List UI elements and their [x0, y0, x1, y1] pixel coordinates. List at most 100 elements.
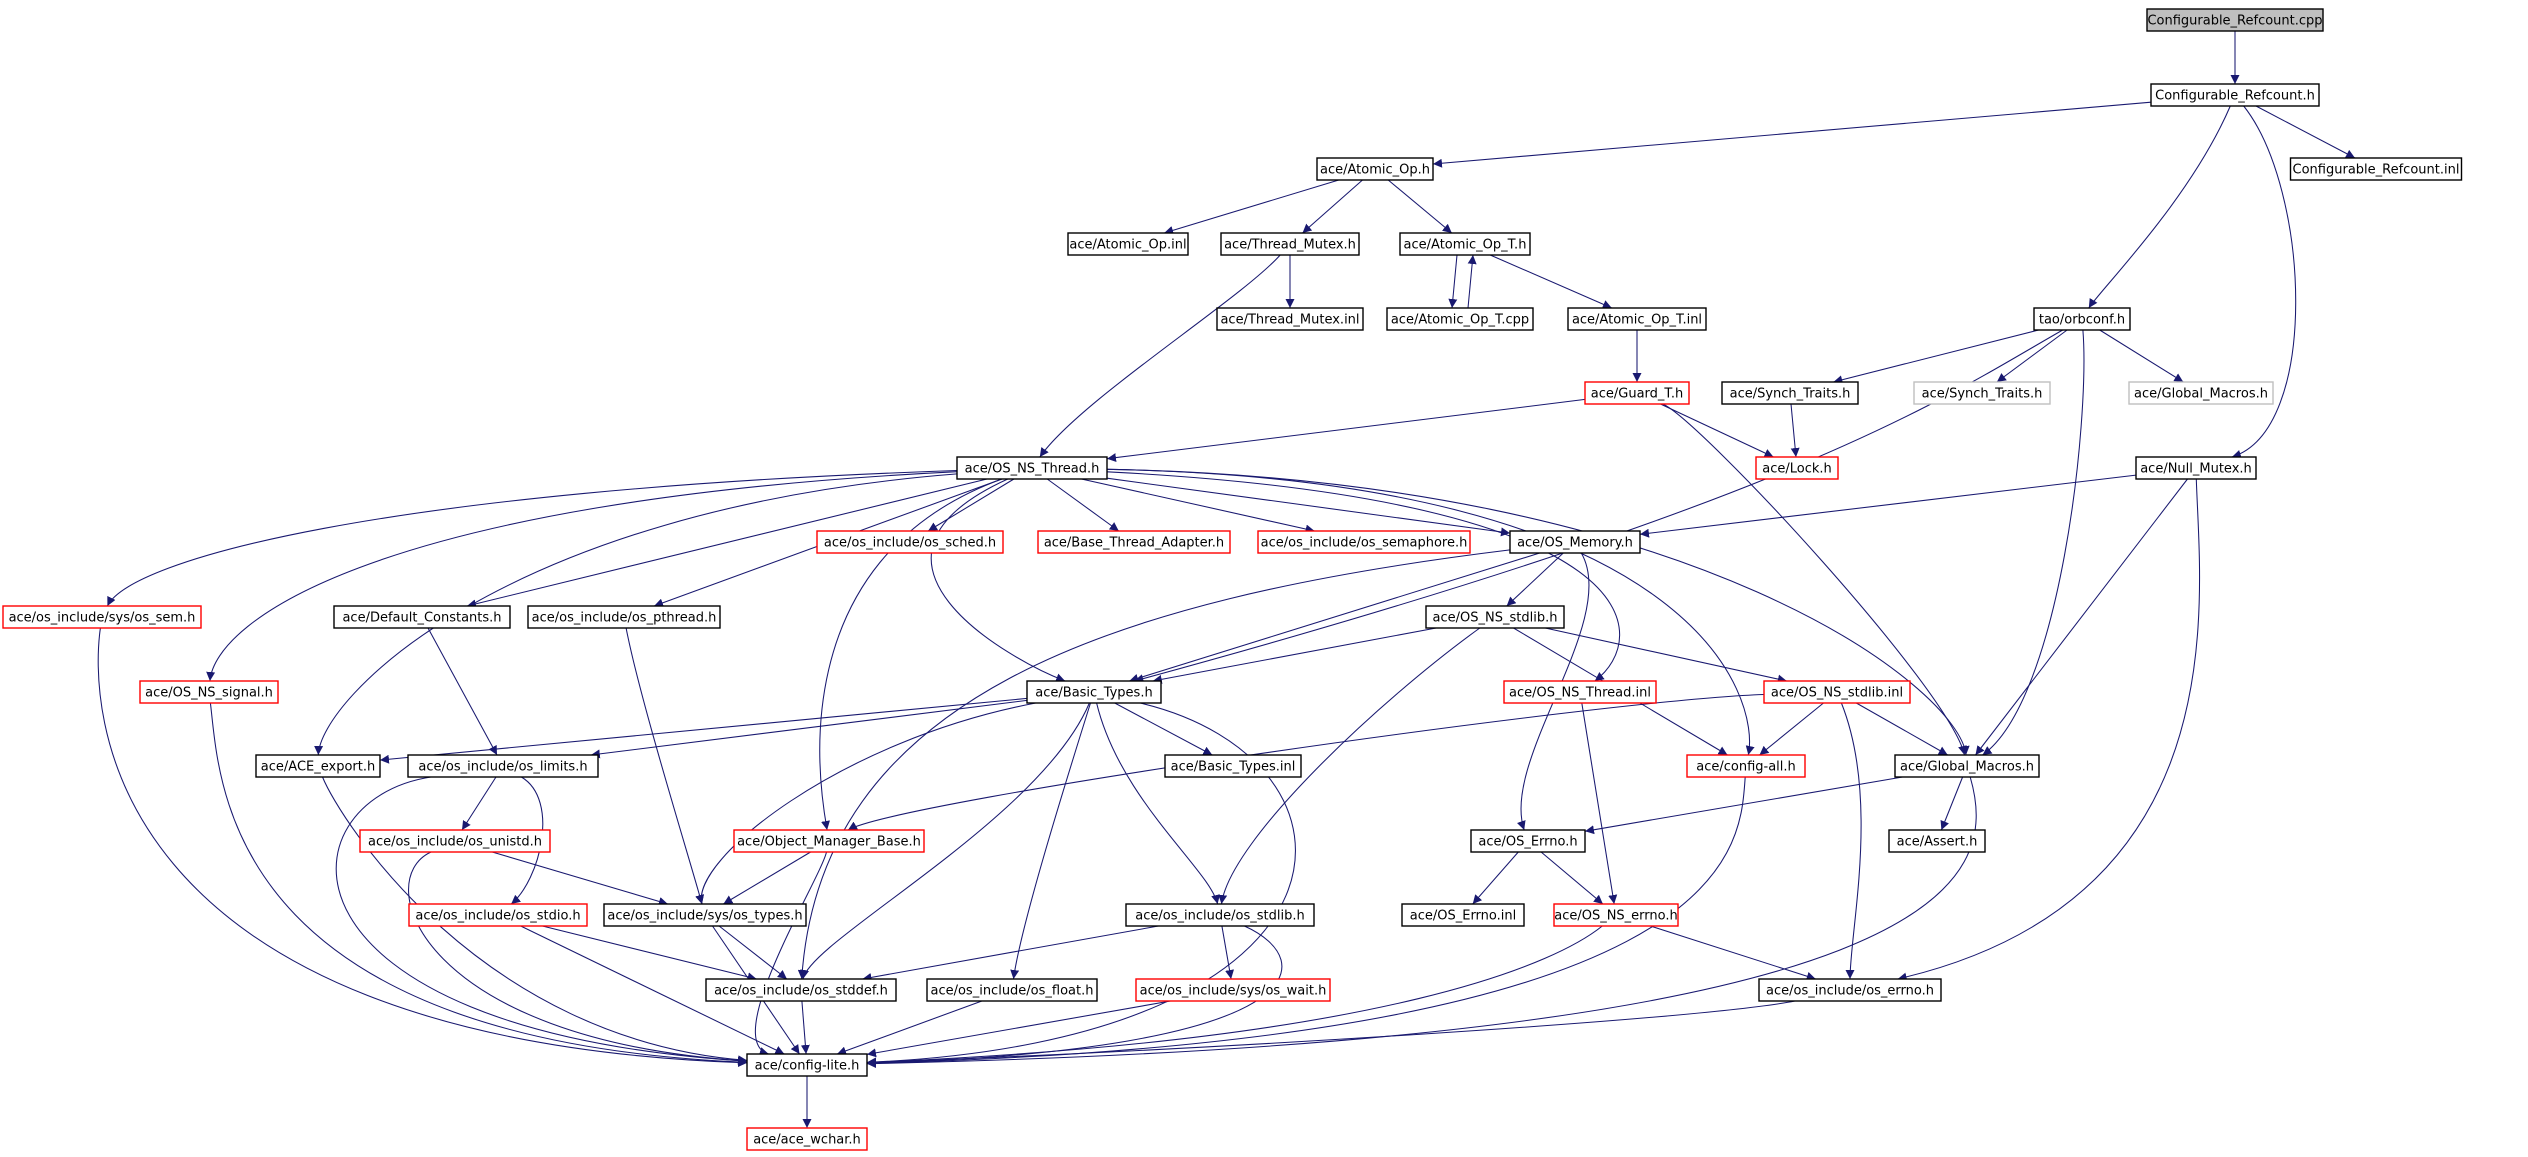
node-box[interactable]	[1755, 456, 1839, 480]
node-box[interactable]	[2033, 307, 2131, 331]
node-box[interactable]	[1888, 829, 1986, 853]
node-box[interactable]	[2150, 83, 2320, 107]
node-os_float[interactable]: ace/os_include/os_float.h	[926, 978, 1098, 1002]
node-os_pthread[interactable]: ace/os_include/os_pthread.h	[527, 605, 721, 629]
node-box[interactable]	[527, 605, 721, 629]
node-os_sem[interactable]: ace/os_include/sys/os_sem.h	[2, 605, 202, 629]
node-box[interactable]	[1470, 829, 1586, 853]
node-box[interactable]	[1503, 680, 1657, 704]
node-cfg_h[interactable]: Configurable_Refcount.h	[2150, 83, 2320, 107]
node-os_types[interactable]: ace/os_include/sys/os_types.h	[603, 903, 807, 927]
node-basic_types_inl[interactable]: ace/Basic_Types.inl	[1164, 754, 1302, 778]
node-box[interactable]	[1758, 978, 1942, 1002]
node-os_ns_stdlib_h[interactable]: ace/OS_NS_stdlib.h	[1425, 605, 1565, 629]
node-box[interactable]	[1164, 754, 1302, 778]
node-box[interactable]	[1913, 381, 2051, 405]
node-base_thread_adapter[interactable]: ace/Base_Thread_Adapter.h	[1037, 530, 1231, 554]
node-synch_traits_1[interactable]: ace/Synch_Traits.h	[1721, 381, 1859, 405]
node-global_macros_grey[interactable]: ace/Global_Macros.h	[2128, 381, 2274, 405]
node-os_ns_signal[interactable]: ace/OS_NS_signal.h	[139, 680, 279, 704]
node-box[interactable]	[1386, 307, 1534, 331]
node-os_semaphore[interactable]: ace/os_include/os_semaphore.h	[1257, 530, 1471, 554]
node-box[interactable]	[1257, 530, 1471, 554]
node-box[interactable]	[1401, 903, 1525, 927]
node-os_stdio[interactable]: ace/os_include/os_stdio.h	[408, 903, 588, 927]
node-box[interactable]	[1686, 754, 1806, 778]
node-root[interactable]: Configurable_Refcount.cpp	[2146, 8, 2324, 32]
node-default_constants[interactable]: ace/Default_Constants.h	[333, 605, 511, 629]
node-config_all[interactable]: ace/config-all.h	[1686, 754, 1806, 778]
node-os_stddef[interactable]: ace/os_include/os_stddef.h	[705, 978, 897, 1002]
node-lock_h[interactable]: ace/Lock.h	[1755, 456, 1839, 480]
node-os_limits[interactable]: ace/os_include/os_limits.h	[407, 754, 599, 778]
node-box[interactable]	[2146, 8, 2324, 32]
node-box[interactable]	[1125, 903, 1315, 927]
node-atomic_op_t_cpp[interactable]: ace/Atomic_Op_T.cpp	[1386, 307, 1534, 331]
node-box[interactable]	[1135, 978, 1331, 1002]
node-os_ns_stdlib_inl[interactable]: ace/OS_NS_stdlib.inl	[1763, 680, 1911, 704]
node-box[interactable]	[1026, 680, 1162, 704]
node-ace_wchar[interactable]: ace/ace_wchar.h	[746, 1127, 868, 1151]
node-object_manager_base[interactable]: ace/Object_Manager_Base.h	[733, 829, 925, 853]
node-os_errno_inl[interactable]: ace/OS_Errno.inl	[1401, 903, 1525, 927]
node-box[interactable]	[407, 754, 599, 778]
node-os_unistd[interactable]: ace/os_include/os_unistd.h	[359, 829, 551, 853]
node-box[interactable]	[816, 530, 1004, 554]
node-box[interactable]	[1037, 530, 1231, 554]
node-config_lite[interactable]: ace/config-lite.h	[746, 1053, 868, 1077]
node-basic_types_h[interactable]: ace/Basic_Types.h	[1026, 680, 1162, 704]
node-box[interactable]	[733, 829, 925, 853]
node-box[interactable]	[2135, 456, 2257, 480]
node-os_ns_thread_inl[interactable]: ace/OS_NS_Thread.inl	[1503, 680, 1657, 704]
node-box[interactable]	[1220, 232, 1360, 256]
node-box[interactable]	[1721, 381, 1859, 405]
node-box[interactable]	[1316, 157, 1434, 181]
node-os_sched[interactable]: ace/os_include/os_sched.h	[816, 530, 1004, 554]
node-box[interactable]	[255, 754, 381, 778]
node-os_ns_errno[interactable]: ace/OS_NS_errno.h	[1553, 903, 1679, 927]
node-os_ns_thread_h[interactable]: ace/OS_NS_Thread.h	[956, 456, 1108, 480]
node-box[interactable]	[2289, 157, 2463, 181]
node-thread_mutex_h[interactable]: ace/Thread_Mutex.h	[1220, 232, 1360, 256]
node-os_stdlib[interactable]: ace/os_include/os_stdlib.h	[1125, 903, 1315, 927]
node-cfg_inl[interactable]: Configurable_Refcount.inl	[2289, 157, 2463, 181]
node-box[interactable]	[1216, 307, 1364, 331]
node-box[interactable]	[705, 978, 897, 1002]
node-box[interactable]	[746, 1127, 868, 1151]
node-atomic_op_inl[interactable]: ace/Atomic_Op.inl	[1067, 232, 1189, 256]
node-box[interactable]	[359, 829, 551, 853]
node-box[interactable]	[956, 456, 1108, 480]
node-null_mutex[interactable]: ace/Null_Mutex.h	[2135, 456, 2257, 480]
node-assert_h[interactable]: ace/Assert.h	[1888, 829, 1986, 853]
node-box[interactable]	[1067, 232, 1189, 256]
node-orbconf[interactable]: tao/orbconf.h	[2033, 307, 2131, 331]
node-os_errno_inc[interactable]: ace/os_include/os_errno.h	[1758, 978, 1942, 1002]
node-os_memory[interactable]: ace/OS_Memory.h	[1509, 530, 1641, 554]
node-box[interactable]	[408, 903, 588, 927]
node-atomic_op_t_h[interactable]: ace/Atomic_Op_T.h	[1399, 232, 1531, 256]
node-ace_export[interactable]: ace/ACE_export.h	[255, 754, 381, 778]
node-box[interactable]	[1894, 754, 2040, 778]
node-box[interactable]	[333, 605, 511, 629]
node-box[interactable]	[1399, 232, 1531, 256]
node-synch_traits_2[interactable]: ace/Synch_Traits.h	[1913, 381, 2051, 405]
node-box[interactable]	[1763, 680, 1911, 704]
node-atomic_op_h[interactable]: ace/Atomic_Op.h	[1316, 157, 1434, 181]
node-box[interactable]	[2128, 381, 2274, 405]
node-box[interactable]	[1509, 530, 1641, 554]
node-os_errno_h[interactable]: ace/OS_Errno.h	[1470, 829, 1586, 853]
node-box[interactable]	[1584, 381, 1690, 405]
node-box[interactable]	[603, 903, 807, 927]
node-box[interactable]	[1553, 903, 1679, 927]
node-box[interactable]	[746, 1053, 868, 1077]
node-guard_t[interactable]: ace/Guard_T.h	[1584, 381, 1690, 405]
node-box[interactable]	[926, 978, 1098, 1002]
node-atomic_op_t_inl[interactable]: ace/Atomic_Op_T.inl	[1567, 307, 1707, 331]
node-box[interactable]	[2, 605, 202, 629]
node-box[interactable]	[139, 680, 279, 704]
node-thread_mutex_inl[interactable]: ace/Thread_Mutex.inl	[1216, 307, 1364, 331]
node-box[interactable]	[1567, 307, 1707, 331]
node-box[interactable]	[1425, 605, 1565, 629]
node-global_macros[interactable]: ace/Global_Macros.h	[1894, 754, 2040, 778]
node-os_wait[interactable]: ace/os_include/sys/os_wait.h	[1135, 978, 1331, 1002]
